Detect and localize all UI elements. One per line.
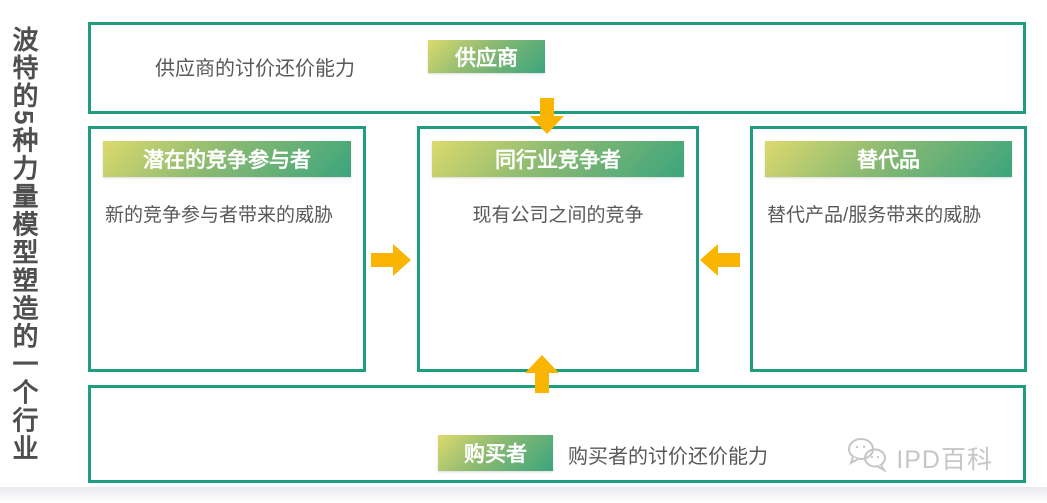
industry-rivals-description: 现有公司之间的竞争 [472, 205, 644, 226]
industry-rivals-label: 同行业竞争者 [432, 141, 684, 177]
industry-rivals-box: 同行业竞争者 现有公司之间的竞争 [417, 126, 699, 372]
watermark-text: IPD百科 [896, 445, 993, 474]
supplier-box: 供应商的讨价还价能力 供应商 [88, 22, 1026, 114]
buyer-caption: 购买者的讨价还价能力 [568, 446, 768, 468]
buyer-box: 购买者 购买者的讨价还价能力 IPD百科 [88, 385, 1026, 483]
arrow-down-icon [530, 98, 564, 139]
supplier-caption: 供应商的讨价还价能力 [155, 58, 355, 80]
wechat-icon [846, 436, 890, 479]
diagram-vertical-title: 波特的5种力量模型塑造的一个行业 [9, 26, 39, 463]
supplier-label: 供应商 [428, 40, 545, 73]
footer-divider-band [0, 487, 1047, 503]
arrow-left-icon [700, 244, 740, 281]
substitutes-description: 替代产品/服务带来的威胁 [767, 205, 982, 226]
arrow-right-icon [371, 244, 411, 281]
watermark: IPD百科 [846, 436, 993, 479]
arrow-up-icon [525, 355, 559, 398]
buyer-label: 购买者 [438, 435, 553, 471]
substitutes-box: 替代品 替代产品/服务带来的威胁 [750, 126, 1027, 372]
substitutes-label: 替代品 [765, 141, 1012, 177]
potential-entrants-label: 潜在的竞争参与者 [103, 141, 351, 177]
potential-entrants-box: 潜在的竞争参与者 新的竞争参与者带来的威胁 [88, 126, 366, 372]
potential-entrants-description: 新的竞争参与者带来的威胁 [105, 205, 334, 226]
